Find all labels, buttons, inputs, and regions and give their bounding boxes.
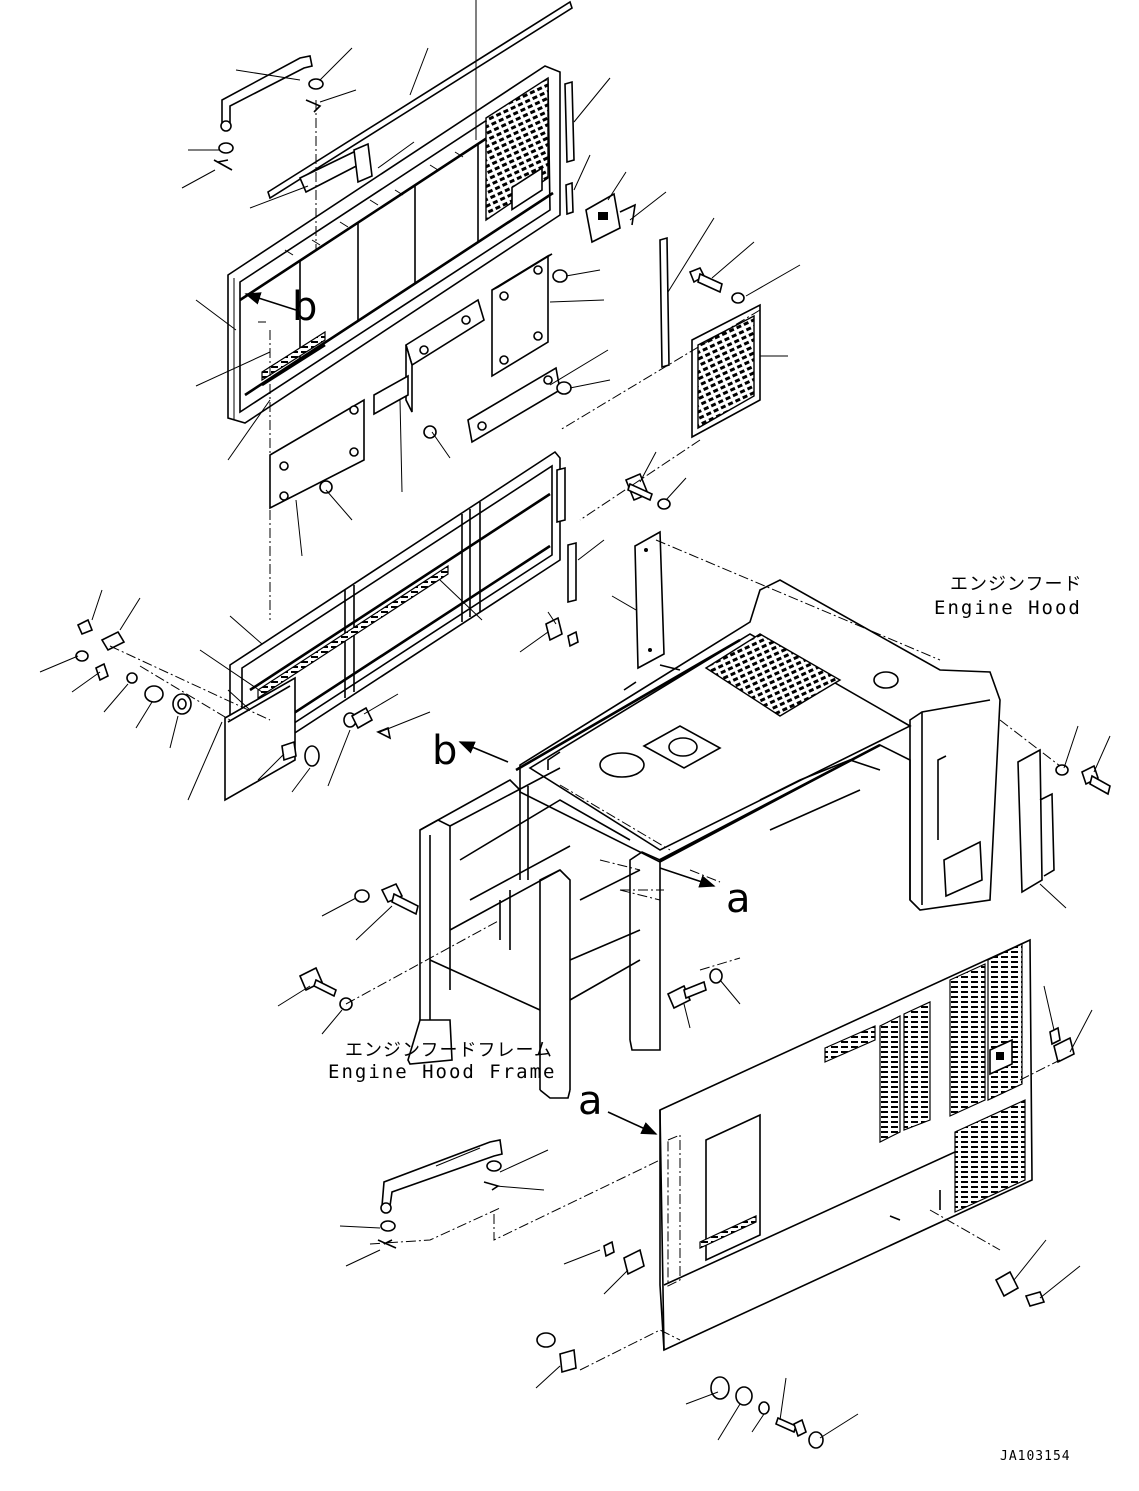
side-grille xyxy=(692,305,760,437)
engine-hood-label-jp: エンジンフード xyxy=(950,574,1082,595)
engine-hood-label-en: Engine Hood xyxy=(934,597,1082,619)
hood-frame-label-jp: エンジンフードフレーム xyxy=(345,1040,553,1061)
side-handle-plate xyxy=(1018,750,1110,892)
hood-frame-label-en: Engine Hood Frame xyxy=(328,1061,556,1083)
engine-hood-frame xyxy=(408,768,720,1098)
drawing-code: JA103154 xyxy=(1000,1449,1071,1464)
handle-top xyxy=(214,56,323,170)
hardware-left-group xyxy=(76,474,670,766)
text-labels: エンジンフード Engine Hood エンジンフードフレーム Engine H… xyxy=(292,284,1082,1464)
bolt-top-right xyxy=(690,268,744,303)
latch-assembly xyxy=(586,194,635,242)
side-door-panel xyxy=(660,940,1032,1350)
cover-plate xyxy=(635,532,664,668)
ref-a-arrow-label: a xyxy=(726,876,751,922)
seal-strips xyxy=(565,82,669,367)
frame-bolts xyxy=(300,884,722,1010)
ref-b-arrow-label: b xyxy=(432,728,457,774)
upper-door-panel xyxy=(228,2,572,423)
leader-lines xyxy=(40,0,1110,1440)
handle-lower xyxy=(378,1140,502,1248)
panel-hardware xyxy=(537,1028,1074,1448)
reference-arrows xyxy=(244,292,716,1134)
engine-hood xyxy=(516,580,1000,910)
lower-door-panel xyxy=(225,452,576,800)
insulation-pads xyxy=(270,254,571,508)
ref-a-label: a xyxy=(578,1078,603,1124)
ref-b-label: b xyxy=(292,284,317,330)
